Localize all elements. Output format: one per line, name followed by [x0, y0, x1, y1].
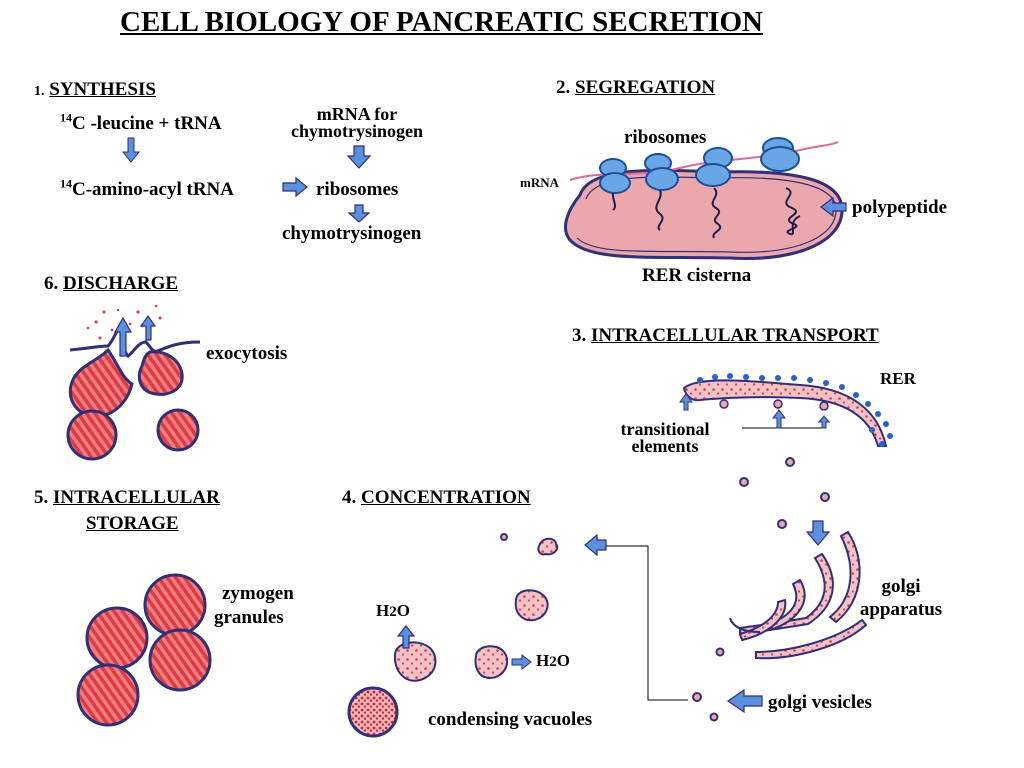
- concentration-title: CONCENTRATION: [361, 487, 531, 508]
- page-title: CELL BIOLOGY OF PANCREATIC SECRETION: [120, 6, 763, 38]
- h2o-left-label: H2O: [376, 602, 410, 620]
- aminoacyl-text: C-amino-acyl tRNA: [72, 179, 235, 200]
- chymotrysinogen-label: chymotrysinogen: [282, 223, 422, 244]
- h2o-up-arrow: [396, 625, 416, 649]
- rer-label: RER: [880, 369, 916, 388]
- golgi-vesicles-label: golgi vesicles: [768, 692, 872, 713]
- mrna-label: mRNA: [520, 175, 559, 190]
- zymogen-granules-drawing: [76, 573, 212, 727]
- storage-title-line1: INTRACELLULAR: [53, 487, 220, 508]
- leucine-isotope: 14: [60, 110, 72, 125]
- transitional-elements-label: transitional elements: [608, 419, 722, 457]
- exocytosis-up-arrows: [113, 314, 157, 357]
- apparatus-text: apparatus: [859, 598, 943, 620]
- polypeptide-label: polypeptide: [852, 197, 948, 218]
- return-connector-line: [606, 545, 688, 701]
- h2o-right-sub: 2: [549, 654, 557, 670]
- h2o-left-sub: 2: [389, 604, 397, 620]
- synthesis-number: 1.: [34, 84, 45, 99]
- transitional-arrows: [679, 393, 831, 429]
- golgi-vesicles-arrow: [726, 688, 763, 714]
- golgi-apparatus-label: golgi apparatus: [846, 576, 956, 622]
- discharge-title: DISCHARGE: [63, 273, 179, 294]
- ribosome-icons: [599, 137, 800, 194]
- transport-heading: 3. INTRACELLULAR TRANSPORT: [572, 326, 879, 345]
- leucine-text: C -leucine + tRNA: [72, 113, 222, 134]
- golgi-text: golgi: [881, 576, 921, 597]
- leucine-label: 14C -leucine + tRNA: [60, 110, 222, 134]
- polypeptide-chains: [611, 187, 801, 239]
- segregation-number: 2.: [556, 77, 571, 98]
- h2o-left-o: O: [396, 601, 410, 620]
- h2o-left-h: H: [376, 601, 390, 620]
- synthesis-right-arrow: [282, 176, 308, 198]
- h2o-right-o: O: [556, 651, 570, 670]
- storage-number: 5.: [34, 487, 49, 508]
- condensing-vacuoles-label: condensing vacuoles: [428, 709, 593, 730]
- transport-number: 3.: [572, 325, 587, 346]
- granules-label: granules: [214, 607, 284, 628]
- polypeptide-arrow: [820, 196, 847, 218]
- synthesis-title: SYNTHESIS: [49, 79, 156, 100]
- exocytosis-label: exocytosis: [206, 343, 288, 364]
- segregation-title: SEGREGATION: [575, 77, 716, 98]
- discharge-number: 6.: [44, 273, 59, 294]
- discharge-heading: 6. DISCHARGE: [44, 274, 178, 293]
- mrna-for-text: mRNA for: [316, 104, 398, 124]
- segregation-ribosomes-label: ribosomes: [624, 127, 707, 148]
- rer-drawing: [682, 373, 893, 447]
- exocytosis-drawing: [66, 304, 201, 461]
- rer-cisterna-label: RER cisterna: [642, 265, 752, 286]
- synthesis-down-arrow-1: [121, 137, 141, 163]
- h2o-right-label: H2O: [536, 652, 570, 670]
- storage-title-line2: STORAGE: [86, 513, 179, 534]
- transport-title: INTRACELLULAR TRANSPORT: [591, 325, 879, 346]
- concentration-number: 4.: [342, 487, 357, 508]
- mrna-chymotrysinogen-label: mRNA for chymotrysinogen: [272, 104, 442, 142]
- golgi-apparatus-drawing: [729, 530, 868, 660]
- concentration-heading: 4. CONCENTRATION: [342, 488, 531, 507]
- aminoacyl-isotope: 14: [60, 176, 72, 191]
- segregation-heading: 2. SEGREGATION: [556, 78, 715, 97]
- synthesis-down-arrow-3: [347, 204, 371, 223]
- storage-heading: 5. INTRACELLULAR: [34, 488, 220, 507]
- h2o-right-h: H: [536, 651, 550, 670]
- elements-text: elements: [631, 436, 699, 457]
- condensing-vacuoles-drawing: [347, 533, 559, 738]
- transitional-text: transitional: [620, 419, 710, 439]
- synthesis-down-arrow-2: [346, 145, 372, 169]
- h2o-right-arrow: [511, 653, 532, 671]
- concentration-left-arrow: [584, 533, 607, 557]
- aminoacyl-label: 14C-amino-acyl tRNA: [60, 176, 235, 200]
- synthesis-ribosomes-label: ribosomes: [316, 179, 399, 200]
- synthesis-heading: 1. SYNTHESIS: [34, 80, 156, 99]
- transport-vesicles: [692, 457, 830, 722]
- golgi-down-arrow: [805, 520, 831, 546]
- zymogen-label: zymogen: [222, 583, 294, 604]
- mrna-chymotrysinogen-text: chymotrysinogen: [291, 121, 423, 142]
